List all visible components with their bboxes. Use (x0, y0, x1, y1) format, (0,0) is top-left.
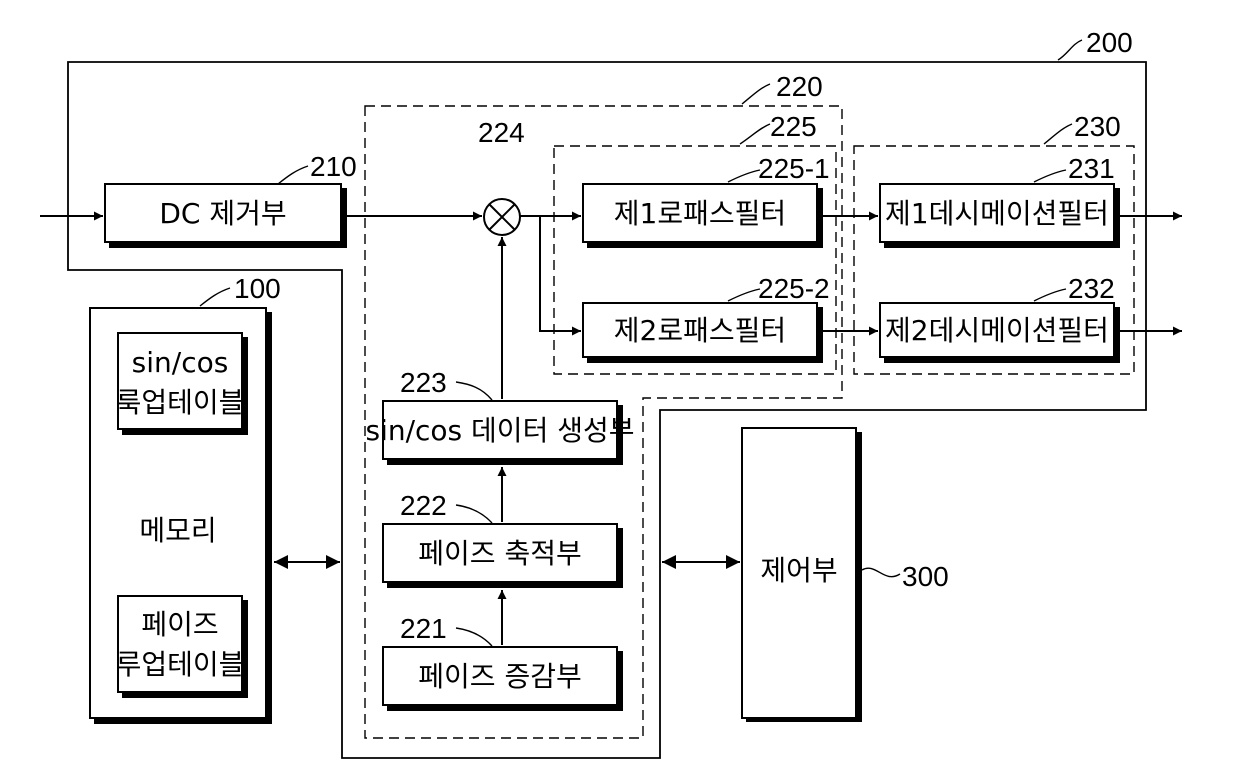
ref-200: 200 (1086, 27, 1133, 58)
decimation-filter-1-block: 제1데시메이션필터 (880, 184, 1120, 248)
ref-220: 220 (776, 71, 823, 102)
sincos-generator-label: sin/cos 데이터 생성부 (365, 414, 634, 447)
memory-label: 메모리 (139, 514, 216, 547)
controller-label: 제어부 (760, 554, 837, 587)
ref-230: 230 (1074, 111, 1121, 142)
lowpass-filter-1-label: 제1로패스필터 (614, 197, 786, 230)
lowpass-filter-1-block: 제1로패스필터 (583, 184, 823, 248)
sincos-generator-block: sin/cos 데이터 생성부 (365, 401, 634, 465)
ref-224: 224 (478, 117, 525, 148)
ref-100: 100 (234, 273, 281, 304)
phase-incrementer-block: 페이즈 증감부 (383, 647, 623, 711)
phase-lut-label-2: 루업테이블 (116, 648, 245, 681)
controller-block: 제어부 (742, 428, 862, 722)
sincos-lookup-table-block: sin/cos 룩업테이블 (116, 333, 248, 435)
ref-225: 225 (770, 111, 817, 142)
ref-225-1: 225-1 (758, 153, 830, 184)
ref-232: 232 (1068, 273, 1115, 304)
ref-222: 222 (400, 490, 447, 521)
ref-223: 223 (400, 367, 447, 398)
sincos-lut-label-1: sin/cos (132, 346, 229, 379)
decimation-filter-2-block: 제2데시메이션필터 (880, 303, 1120, 363)
phase-lookup-table-block: 페이즈 루업테이블 (116, 596, 248, 698)
ref-225-2: 225-2 (758, 273, 830, 304)
sincos-lut-label-2: 룩업테이블 (116, 386, 245, 419)
ref-210: 210 (310, 151, 357, 182)
phase-lut-label-1: 페이즈 (141, 608, 218, 641)
ref-300: 300 (902, 561, 949, 592)
lowpass-filter-2-label: 제2로패스필터 (614, 314, 786, 347)
ref-221: 221 (400, 613, 447, 644)
dc-remover-label: DC 제거부 (159, 197, 286, 230)
mixer-icon (484, 199, 520, 235)
ref-231: 231 (1068, 153, 1115, 184)
lowpass-filter-2-block: 제2로패스필터 (583, 303, 823, 363)
phase-incrementer-label: 페이즈 증감부 (418, 660, 581, 693)
dc-remover-block: DC 제거부 (105, 184, 347, 248)
phase-accumulator-block: 페이즈 축적부 (383, 524, 623, 588)
decimation-filter-1-label: 제1데시메이션필터 (885, 197, 1109, 230)
phase-accumulator-label: 페이즈 축적부 (418, 537, 581, 570)
decimation-filter-2-label: 제2데시메이션필터 (885, 314, 1109, 347)
